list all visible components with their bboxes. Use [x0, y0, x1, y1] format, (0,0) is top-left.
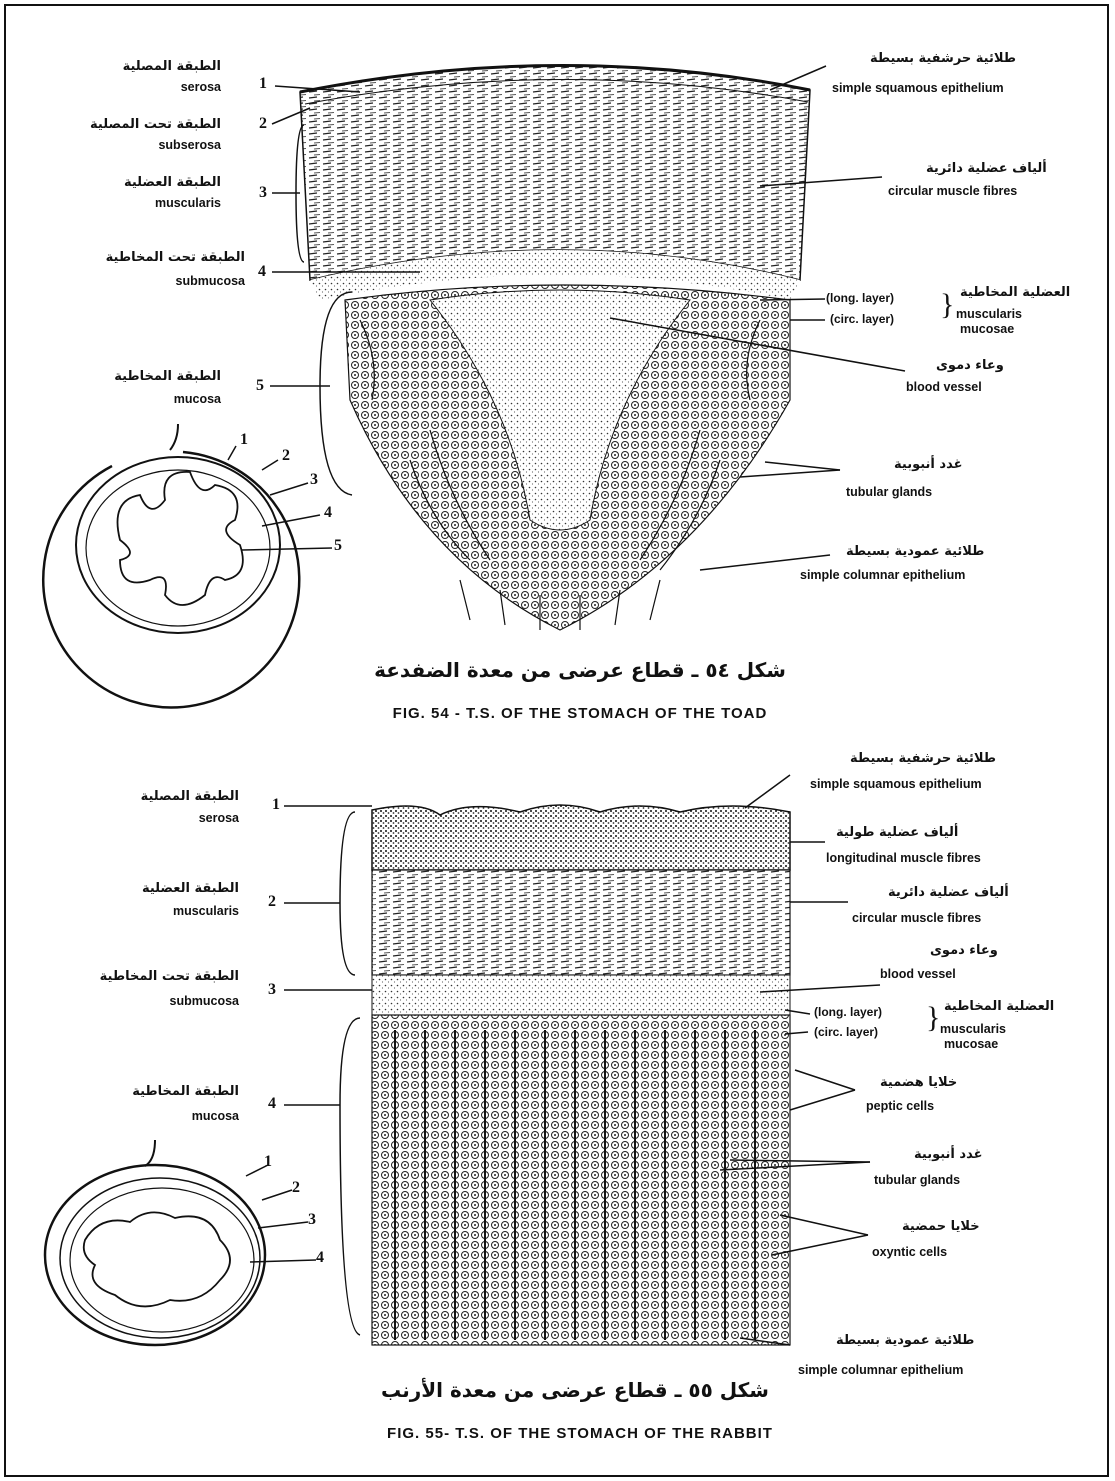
toad-inset-1: 1 — [240, 432, 248, 448]
toad-mucosa-en: mucosa — [174, 393, 221, 406]
rabbit-label-3: 3 — [268, 982, 276, 998]
fig55-caption-en: FIG. 55- T.S. OF THE STOMACH OF THE RABB… — [270, 1426, 890, 1441]
toad-squamous-en: simple squamous epithelium — [832, 82, 1004, 95]
rabbit-serosa-ar: الطبقة المصلية — [141, 790, 239, 803]
toad-section-drawing — [300, 65, 810, 630]
rabbit-mucosa-en: mucosa — [192, 1110, 239, 1123]
rabbit-mm-bracket: } — [926, 1003, 940, 1033]
rabbit-columnar-ar: طلائية عمودية بسيطة — [836, 1334, 974, 1347]
rabbit-peptic-en: peptic cells — [866, 1100, 934, 1113]
toad-label-4: 4 — [258, 264, 266, 280]
toad-columnar-en: simple columnar epithelium — [800, 569, 965, 582]
toad-mm-en1: muscularis — [956, 308, 1022, 321]
toad-mm-ar: العضلية المخاطية — [960, 286, 1070, 299]
rabbit-muscularis-ar: الطبقة العضلية — [142, 882, 239, 895]
toad-submucosa-ar: الطبقة تحت المخاطية — [106, 251, 245, 264]
rabbit-submucosa-ar: الطبقة تحت المخاطية — [100, 970, 239, 983]
rabbit-squamous-ar: طلائية حرشفية بسيطة — [850, 752, 996, 765]
toad-muscularis-ar: الطبقة العضلية — [124, 176, 221, 189]
fig54-caption-ar: شكل ٥٤ ـ قطاع عرضى من معدة الضفدعة — [360, 660, 800, 680]
toad-circular-ar: ألياف عضلية دائرية — [926, 162, 1047, 175]
rabbit-longit-ar: ألياف عضلية طولية — [836, 826, 958, 839]
toad-serosa-en: serosa — [181, 81, 221, 94]
toad-inset-5: 5 — [334, 538, 342, 554]
toad-mm-en2: mucosae — [960, 323, 1014, 336]
toad-submucosa-en: submucosa — [176, 275, 245, 288]
toad-columnar-ar: طلائية عمودية بسيطة — [846, 545, 984, 558]
rabbit-section-drawing — [372, 805, 790, 1345]
toad-inset-diagram — [43, 424, 299, 707]
rabbit-serosa-en: serosa — [199, 812, 239, 825]
rabbit-inset-4: 4 — [316, 1250, 324, 1266]
toad-label-3: 3 — [259, 185, 267, 201]
rabbit-circ-layer: (circ. layer) — [814, 1026, 878, 1038]
rabbit-inset-3: 3 — [308, 1212, 316, 1228]
toad-inset-3: 3 — [310, 472, 318, 488]
rabbit-glands-en: tubular glands — [874, 1174, 960, 1187]
rabbit-mm-ar: العضلية المخاطية — [944, 1000, 1054, 1013]
rabbit-inset-1: 1 — [264, 1154, 272, 1170]
rabbit-squamous-en: simple squamous epithelium — [810, 778, 982, 791]
rabbit-label-2: 2 — [268, 894, 276, 910]
rabbit-longit-en: longitudinal muscle fibres — [826, 852, 981, 865]
rabbit-muscularis-en: muscularis — [173, 905, 239, 918]
rabbit-oxyntic-en: oxyntic cells — [872, 1246, 947, 1259]
rabbit-label-1: 1 — [272, 797, 280, 813]
rabbit-mucosa-ar: الطبقة المخاطية — [132, 1085, 239, 1098]
rabbit-columnar-en: simple columnar epithelium — [798, 1364, 963, 1377]
toad-glands-en: tubular glands — [846, 486, 932, 499]
toad-vessel-ar: وعاء دموى — [936, 359, 1004, 372]
rabbit-mm-en1: muscularis — [940, 1023, 1006, 1036]
toad-squamous-ar: طلائية حرشفية بسيطة — [870, 52, 1016, 65]
rabbit-inset-2: 2 — [292, 1180, 300, 1196]
rabbit-submucosa-en: submucosa — [170, 995, 239, 1008]
toad-vessel-en: blood vessel — [906, 381, 982, 394]
rabbit-long-layer: (long. layer) — [814, 1006, 882, 1018]
toad-circular-en: circular muscle fibres — [888, 185, 1017, 198]
toad-subserosa-ar: الطبقة تحت المصلية — [90, 118, 221, 131]
toad-inset-2: 2 — [282, 448, 290, 464]
rabbit-circular-en: circular muscle fibres — [852, 912, 981, 925]
rabbit-vessel-en: blood vessel — [880, 968, 956, 981]
toad-mucosa-ar: الطبقة المخاطية — [114, 370, 221, 383]
toad-circ-layer: (circ. layer) — [830, 313, 894, 325]
toad-label-5: 5 — [256, 378, 264, 394]
toad-glands-ar: غدد أنبوبية — [894, 458, 962, 471]
rabbit-vessel-ar: وعاء دموى — [930, 944, 998, 957]
rabbit-circular-ar: ألياف عضلية دائرية — [888, 886, 1009, 899]
toad-serosa-ar: الطبقة المصلية — [123, 60, 221, 73]
toad-mm-bracket: } — [940, 290, 954, 320]
rabbit-mm-en2: mucosae — [944, 1038, 998, 1051]
fig55-caption-ar: شكل ٥٥ ـ قطاع عرضى من معدة الأرنب — [350, 1380, 800, 1400]
rabbit-inset-diagram — [45, 1140, 265, 1345]
rabbit-peptic-ar: خلايا هضمية — [880, 1076, 957, 1089]
toad-label-2: 2 — [259, 116, 267, 132]
rabbit-oxyntic-ar: خلايا حمضية — [902, 1220, 980, 1233]
toad-muscularis-en: muscularis — [155, 197, 221, 210]
fig54-caption-en: FIG. 54 - T.S. OF THE STOMACH OF THE TOA… — [300, 706, 860, 721]
toad-long-layer: (long. layer) — [826, 292, 894, 304]
rabbit-label-4: 4 — [268, 1096, 276, 1112]
rabbit-glands-ar: غدد أنبوبية — [914, 1148, 982, 1161]
toad-inset-4: 4 — [324, 505, 332, 521]
toad-label-1: 1 — [259, 76, 267, 92]
toad-subserosa-en: subserosa — [158, 139, 221, 152]
